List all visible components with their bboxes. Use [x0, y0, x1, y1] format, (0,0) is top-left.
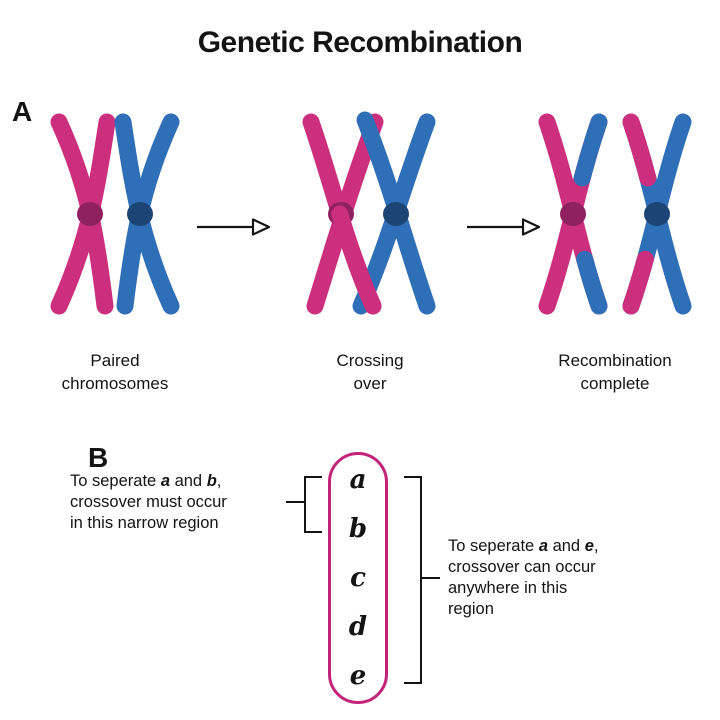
caption-line: complete [580, 374, 650, 393]
section-b-label: B [88, 442, 109, 473]
arrow-head [251, 218, 271, 236]
blue-centromere [644, 202, 670, 226]
gene-ref-b: b [206, 472, 217, 490]
narrow-region-note: To seperate a and b, crossover must occu… [70, 471, 282, 534]
note-line: To seperate a and e, [448, 536, 668, 557]
wide-region-note: To seperate a and e, crossover can occur… [448, 536, 668, 620]
bracket-a-to-e [404, 476, 422, 684]
pink-centromere [77, 202, 103, 226]
blue-chromosome [352, 111, 436, 315]
note-text: and [548, 537, 585, 555]
pink-chromosome [50, 113, 116, 315]
blue-centromere [383, 202, 409, 226]
note-text: , [593, 537, 599, 555]
paired-chromosomes-figure [50, 113, 180, 315]
pink-chromatid-over-crossing [331, 205, 382, 315]
crossing-over-figure [302, 111, 436, 315]
gene-ref-a: a [160, 472, 170, 490]
arrow-right-icon [197, 218, 271, 236]
recombination-complete-figure [538, 113, 692, 315]
arrow-right-icon [467, 218, 541, 236]
blue-centromere [127, 202, 153, 226]
caption-line: Recombination [558, 351, 672, 370]
gene-ref-a: a [538, 537, 548, 555]
caption-line: chromosomes [61, 374, 169, 393]
note-text: To seperate [448, 537, 539, 555]
note-text: and [170, 472, 207, 490]
gene-d: d [348, 612, 368, 643]
caption-line: Paired [90, 351, 140, 370]
gene-c: c [350, 562, 366, 593]
note-line: anywhere in this [448, 579, 568, 597]
note-text: To seperate [70, 472, 161, 490]
gene-map-pill: a b c d e [328, 452, 388, 704]
swapped-blue-segment [576, 250, 608, 315]
caption-recombination-complete: Recombination complete [518, 349, 712, 395]
arrow-head [521, 218, 541, 236]
blue-chromosome [114, 113, 180, 315]
swapped-pink-segment [622, 113, 657, 187]
caption-line: over [353, 374, 387, 393]
note-line: To seperate a and b, [70, 471, 282, 492]
section-a-label: A [12, 96, 33, 127]
note-line: crossover must occur [70, 493, 227, 511]
gene-ref-e: e [584, 537, 594, 555]
swapped-pink-segment [622, 250, 654, 315]
gene-b: b [348, 513, 368, 544]
bracket-connector-line [420, 577, 440, 579]
gene-e: e [349, 661, 367, 692]
caption-paired-chromosomes: Paired chromosomes [32, 349, 198, 395]
note-line: region [448, 600, 494, 618]
bracket-connector-line [286, 501, 304, 503]
pink-chromosome-recombinant [538, 113, 608, 315]
swapped-blue-segment [573, 113, 608, 187]
note-line: in this narrow region [70, 514, 219, 532]
page-title: Genetic Recombination [197, 26, 523, 59]
caption-line: Crossing [336, 351, 404, 370]
note-line: crossover can occur [448, 558, 596, 576]
pink-centromere [560, 202, 586, 226]
bracket-a-to-b [304, 476, 322, 533]
note-text: , [216, 472, 222, 490]
blue-chromosome-recombinant [622, 113, 692, 315]
gene-a: a [349, 464, 367, 495]
caption-crossing-over: Crossing over [282, 349, 458, 395]
